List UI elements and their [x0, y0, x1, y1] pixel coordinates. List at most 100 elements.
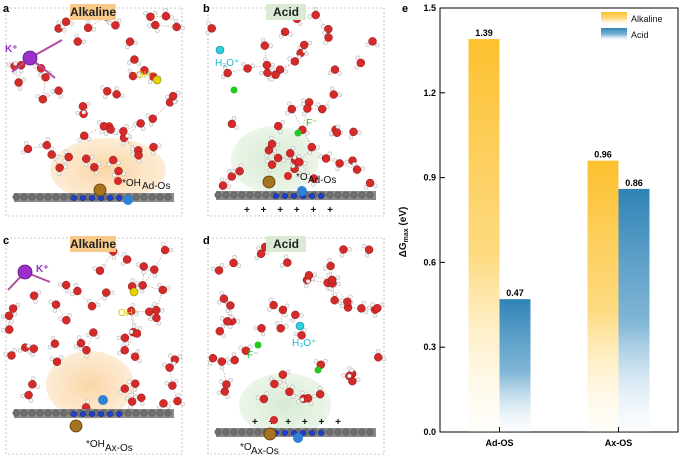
oxygen-atom — [259, 394, 269, 404]
oxygen-atom — [82, 154, 91, 163]
hydrogen-atom — [236, 263, 242, 268]
hydrogen-atom — [248, 344, 253, 349]
y-tick-label: 0.6 — [423, 257, 436, 267]
hydrogen-atom — [316, 102, 321, 107]
hydrogen-atom — [284, 324, 289, 329]
carbon-atom — [156, 409, 164, 417]
panel-c-substrate — [12, 409, 174, 418]
hydrogen-atom — [107, 20, 113, 26]
hydrogen-atom — [313, 359, 319, 364]
panel-c: Alkaline c K⁺ OH⁻ *OH Ax-Os — [0, 235, 185, 455]
hydrogen-atom — [272, 148, 278, 154]
bar-acid-ax-os — [618, 188, 650, 432]
hydrogen-atom — [270, 67, 275, 73]
hydrogen-atom — [127, 68, 133, 74]
hydrogen-atom — [320, 24, 326, 29]
hydrogen-atom — [362, 243, 367, 249]
panel-e-letter: e — [402, 3, 408, 15]
oxygen-atom — [120, 346, 129, 355]
hydrogen-atom — [180, 25, 185, 31]
hydrogen-atom — [327, 70, 333, 76]
hydrogen-atom — [36, 290, 42, 295]
hydrogen-atom — [63, 164, 68, 169]
legend-swatch-alkaline — [601, 12, 627, 24]
panel-b-tag — [266, 4, 306, 20]
oxygen-atom — [122, 255, 132, 264]
panel-c-anion: OH⁻ — [118, 308, 138, 319]
hydrogen-atom — [176, 393, 181, 398]
hydrogen-atom — [12, 311, 18, 317]
carbon-atom — [214, 428, 222, 436]
hydrogen-atom — [94, 170, 99, 176]
nitrogen-atom — [106, 194, 113, 201]
hydrogen-atom — [141, 126, 146, 131]
oxygen-atom — [159, 399, 168, 408]
oxygen-atom — [364, 245, 374, 254]
carbon-atom — [140, 193, 148, 201]
hydrogen-atom — [281, 378, 287, 383]
panel-a-highlight — [50, 138, 166, 202]
hydrogen-atom — [17, 348, 23, 353]
nitrogen-atom — [273, 192, 280, 199]
carbon-atom — [334, 191, 342, 199]
hydrogen-atom — [135, 349, 141, 354]
hydrogen-atom — [30, 352, 35, 357]
panel-d-fluoride-2 — [314, 366, 322, 374]
hydrogen-atom — [132, 387, 138, 392]
hydrogen-atom — [47, 344, 53, 350]
hydrogen-atom — [325, 104, 330, 109]
hydrogen-atom — [281, 157, 286, 163]
hydrogen-atom — [267, 168, 272, 173]
hydrogen-atom — [278, 129, 283, 134]
hydrogen-atom — [227, 360, 232, 365]
hydrogen-atom — [112, 173, 117, 178]
hydrogen-atom — [121, 141, 126, 146]
oxygen-atom — [335, 159, 344, 168]
hydrogen-atom — [220, 323, 226, 329]
hydrogen-atom — [256, 246, 261, 251]
hydrogen-atom — [328, 131, 334, 136]
hydrogen-atom — [340, 303, 345, 309]
hydrogen-atom — [116, 160, 121, 166]
hydrogen-atom — [56, 171, 62, 176]
panel-b-osmium — [262, 175, 276, 189]
hydrogen-atom — [347, 247, 352, 252]
hydrogen-atom — [275, 142, 281, 148]
oxygen-atom — [29, 344, 38, 353]
panel-d-letter: d — [203, 235, 210, 247]
oxygen-atom — [103, 87, 112, 96]
panel-b-blue-site — [297, 186, 307, 196]
hydrogen-atom — [221, 333, 226, 338]
hydrogen-atom — [330, 86, 335, 91]
oxygen-atom — [87, 302, 97, 311]
hydrogen-atom — [290, 145, 296, 151]
carbon-atom — [238, 428, 246, 436]
oxygen-atom — [278, 370, 288, 379]
hydrogen-atom — [136, 61, 141, 66]
hydrogen-atom — [302, 111, 307, 116]
hydrogen-atom — [147, 79, 153, 84]
hydrogen-atom — [226, 168, 232, 174]
panel-b-fluoride-1 — [230, 86, 238, 94]
hydrogen-atom — [100, 85, 105, 90]
carbon-atom — [350, 191, 358, 199]
hydrogen-atom — [327, 257, 332, 263]
hydrogen-atom — [164, 381, 170, 386]
hydrogen-atom — [155, 28, 160, 33]
hydrogen-atom — [216, 300, 222, 305]
hydrogen-bond — [330, 265, 333, 280]
panel-b-water-network — [205, 6, 380, 190]
hydrogen-atom — [381, 356, 387, 362]
oxygen-atom — [55, 163, 64, 172]
oxygen-atom — [134, 151, 143, 160]
nitrogen-atom — [97, 411, 104, 418]
oxygen-atom — [223, 68, 232, 78]
oxygen-atom — [285, 387, 294, 397]
panel-a-tag — [70, 4, 116, 20]
y-tick-label: 1.5 — [423, 3, 436, 13]
hydrogen-atom — [317, 386, 322, 391]
hydrogen-atom — [301, 101, 306, 107]
panel-a-anion: OH⁻ — [136, 70, 156, 81]
panel-a: Alkaline a K⁺ OH⁻ *OH Ad-Os — [3, 3, 185, 217]
carbon-atom — [358, 191, 366, 199]
